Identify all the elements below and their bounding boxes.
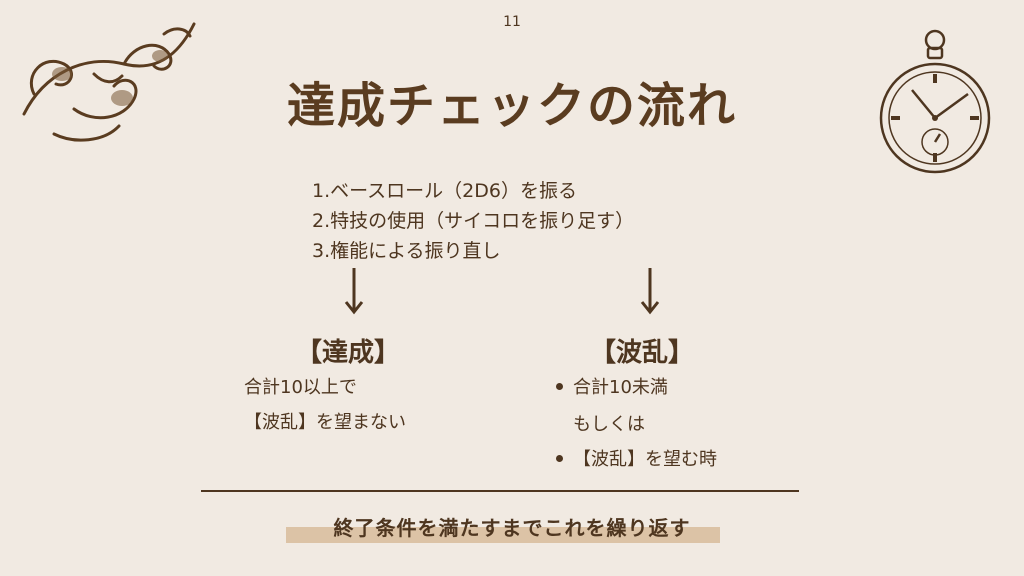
step-item: 2.特技の使用（サイコロを振り足す）	[312, 210, 635, 232]
bullet-icon	[556, 382, 563, 390]
page-title: 達成チェックの流れ	[286, 78, 737, 134]
step-item: 1.ベースロール（2D6）を振る	[312, 180, 577, 202]
step-list: 1.ベースロール（2D6）を振る 2.特技の使用（サイコロを振り足す） 3.権能…	[312, 176, 634, 266]
turmoil-condition-text: 合計10未満	[573, 377, 668, 398]
turmoil-condition-continued: もしくは	[573, 414, 645, 435]
page-number: 11	[503, 14, 521, 30]
turmoil-condition-text: 【波乱】を望む時	[573, 449, 717, 470]
arrow-down-icon	[344, 268, 364, 315]
footer-note: 終了条件を満たすまでこれを繰り返す	[333, 516, 691, 540]
baroque-ornament-icon	[22, 22, 196, 142]
turmoil-condition: 【波乱】を望む時	[556, 445, 717, 471]
step-item: 3.権能による振り直し	[312, 240, 501, 262]
arrow-down-icon	[640, 268, 660, 315]
turmoil-condition: 合計10未満	[556, 373, 668, 399]
bullet-icon	[556, 454, 563, 462]
divider	[201, 490, 799, 492]
achievement-condition: 【波乱】を望まない	[244, 412, 406, 433]
turmoil-heading: 【波乱】	[590, 338, 695, 368]
achievement-condition: 合計10以上で	[244, 377, 357, 398]
pocket-watch-icon	[879, 29, 991, 174]
footer-highlight	[286, 527, 720, 543]
achievement-heading: 【達成】	[296, 338, 401, 368]
